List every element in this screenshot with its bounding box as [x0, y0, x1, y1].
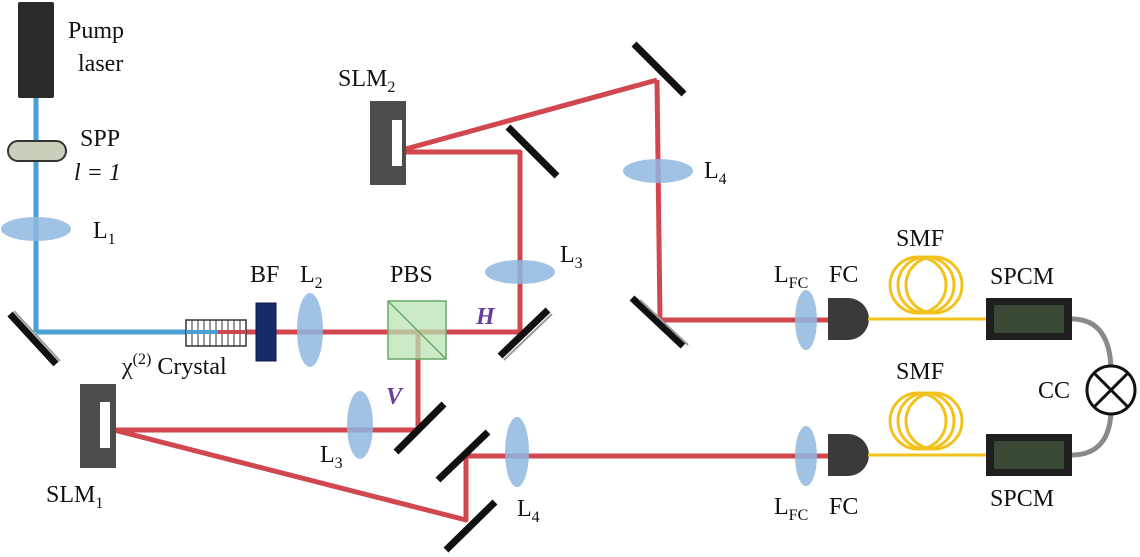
- label-l3-bottom: L3: [320, 442, 343, 472]
- label-smf-bottom: SMF: [896, 359, 944, 385]
- lens-lfc-top: [795, 290, 817, 350]
- spcm-bottom: [986, 434, 1072, 476]
- mirror-pump-turn: [7, 311, 59, 367]
- label-fc-bottom: FC: [829, 494, 858, 520]
- polarizing-beam-splitter: [387, 300, 447, 360]
- lens-l2: [297, 293, 323, 367]
- label-pump-laser-1: Pump: [68, 18, 124, 44]
- spcm-top: [986, 298, 1072, 340]
- mirror-v-1: [393, 401, 447, 455]
- lenses: [1, 159, 817, 487]
- label-pbs: PBS: [390, 262, 433, 288]
- nonlinear-crystal: [185, 319, 247, 347]
- label-l4-bottom: L4: [517, 496, 540, 526]
- fiber-coupler-bottom: [828, 434, 869, 476]
- mirrors: [7, 41, 687, 553]
- label-spcm-top: SPCM: [990, 264, 1054, 290]
- label-spcm-bottom: SPCM: [990, 486, 1054, 512]
- spiral-phase-plate: [7, 140, 67, 162]
- label-fc-top: FC: [829, 262, 858, 288]
- label-cc: CC: [1038, 378, 1070, 404]
- lens-l3-bottom: [347, 391, 373, 459]
- mirror-h-1: [497, 307, 551, 359]
- mirror-h-4: [629, 295, 686, 349]
- mirror-v-2: [435, 429, 491, 483]
- label-pol-v: V: [386, 384, 404, 410]
- fiber-coupler-top: [828, 298, 869, 340]
- label-slm1: SLM1: [46, 482, 103, 512]
- label-pol-h: H: [475, 304, 496, 330]
- label-l2: L2: [300, 262, 323, 292]
- bandpass-filter: [255, 302, 277, 362]
- mirror-h-2: [505, 124, 560, 179]
- fiber-top: [868, 255, 990, 321]
- photon-beams: [113, 77, 830, 523]
- mirror-h-3: [631, 41, 687, 97]
- label-l1: L1: [93, 218, 116, 248]
- slm2: [370, 101, 406, 185]
- label-crystal: χ(2)Crystal: [121, 351, 227, 380]
- lens-lfc-bottom: [795, 426, 817, 486]
- lens-l4-top: [623, 159, 693, 183]
- pump-beam: [33, 98, 190, 335]
- mirror-v-3: [443, 499, 498, 553]
- coincidence-counter: [1085, 364, 1137, 416]
- label-pump-laser-2: laser: [78, 51, 123, 77]
- label-lfc-bottom: LFC: [774, 494, 808, 524]
- pump-laser: [18, 2, 54, 98]
- label-bf: BF: [250, 262, 279, 288]
- label-lfc-top: LFC: [774, 262, 808, 292]
- label-l3-top: L3: [560, 242, 583, 272]
- label-slm2: SLM2: [338, 66, 395, 96]
- lens-l4-bottom: [505, 417, 529, 487]
- fiber-bottom: [868, 391, 990, 457]
- label-l4-top: L4: [704, 158, 727, 188]
- lens-l3-top: [485, 260, 555, 284]
- fiber-couplers: [828, 298, 869, 476]
- label-smf-top: SMF: [896, 226, 944, 252]
- cc-cables: [1071, 316, 1114, 458]
- label-spp: SPP: [80, 126, 120, 152]
- label-spp-order: l = 1: [74, 160, 121, 186]
- slm1: [80, 384, 116, 468]
- lens-l1: [1, 217, 71, 241]
